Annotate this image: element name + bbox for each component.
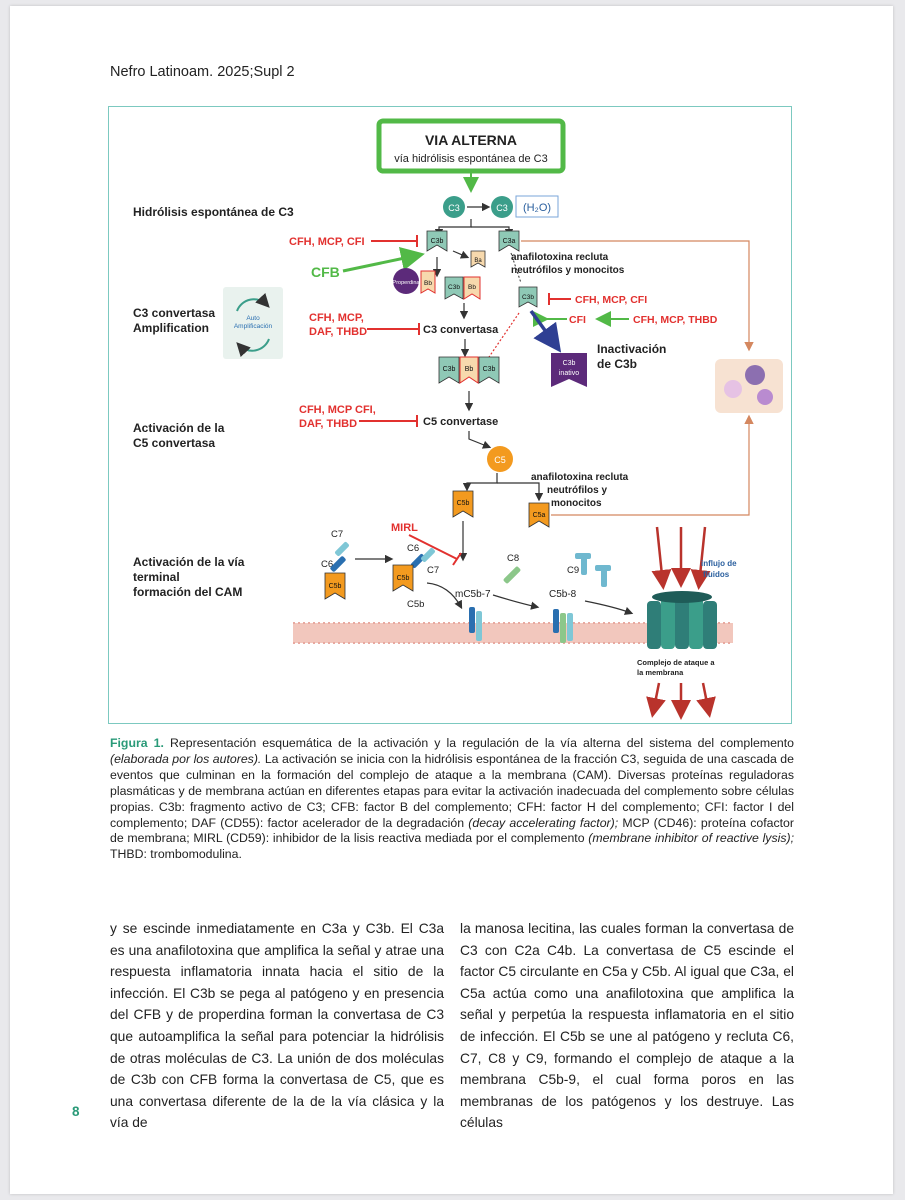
c3-convertasa-label: C3 convertasa: [423, 324, 499, 336]
membrane: [293, 623, 733, 643]
bb-label: Bb: [424, 280, 432, 287]
caption-label: Figura 1.: [110, 736, 164, 750]
c5conv-c3b-1: C3b: [443, 366, 456, 373]
c7-label: C7: [331, 529, 343, 540]
regulators-3b: DAF, THBD: [299, 418, 357, 430]
c5-molecule: [487, 446, 513, 472]
anafilotoxina-c3a-b: neutrófilos y monocitos: [511, 265, 625, 276]
mc5b7-label: mC5b-7: [455, 589, 491, 600]
bb-complex-label: Bb: [468, 284, 476, 291]
c5b-terminal-2: C5b: [397, 575, 410, 582]
ba-fragment: [470, 250, 486, 268]
mirl-label: MIRL: [391, 522, 418, 534]
c5b-terminal-3: C5b: [407, 599, 424, 610]
properdina-label: Properdina: [393, 280, 421, 286]
complement-diagram: VIA ALTERNA vía hidrólisis espontánea de…: [133, 118, 783, 720]
anafilotoxina-c3a-a: anafilotoxina recluta: [511, 252, 609, 263]
c3b-label: C3b: [431, 238, 444, 245]
cfb-label: CFB: [311, 264, 340, 280]
complejo-a: Complejo de ataque a: [637, 658, 715, 667]
c3b-fragment: [426, 230, 448, 252]
complejo-b: la membrana: [637, 668, 684, 677]
c3b-inativo: [551, 353, 587, 387]
c5-label: C5: [494, 455, 506, 465]
c9-label: C9: [567, 565, 579, 576]
caption-italic-3: (membrane inhibitor of reactive lysis);: [588, 831, 794, 846]
page: Nefro Latinoam. 2025;Supl 2 VIA ALTERNA …: [10, 6, 893, 1194]
figure-1: VIA ALTERNA vía hidrólisis espontánea de…: [108, 106, 792, 724]
caption-text-2: La activación se inicia con la hidrólisi…: [110, 751, 794, 830]
properdina: [393, 268, 419, 294]
figure-title: VIA ALTERNA: [425, 132, 517, 148]
stage-terminal-b: terminal: [133, 570, 180, 584]
ba-label: Ba: [474, 258, 482, 264]
c3b-complex-label: C3b: [448, 284, 460, 291]
caption-text-4: THBD: trombomodulina.: [110, 847, 242, 862]
inactivacion-a: Inactivación: [597, 342, 666, 356]
page-number: 8: [72, 1104, 80, 1119]
c3b-right-label: C3b: [522, 294, 534, 301]
journal-header: Nefro Latinoam. 2025;Supl 2: [110, 64, 295, 80]
anafilotoxina-c5a-b: neutrófilos y: [547, 485, 607, 496]
c7-label-2: C7: [427, 565, 439, 576]
c5a-fragment: [528, 502, 550, 528]
caption-text-3: MCP (CD46): proteína cofactor de membran…: [110, 815, 794, 846]
influjo-a: influjo de: [701, 559, 737, 568]
bb-fragment: [420, 270, 436, 294]
c5b-terminal-1: C5b: [329, 583, 342, 590]
regulators-4: CFH, MCP, CFI: [575, 294, 647, 306]
regulators-2a: CFH, MCP,: [309, 312, 364, 324]
c6-label-2: C6: [407, 543, 419, 554]
c3b-inativo-b: inativo: [559, 370, 579, 377]
inactivacion-b: de C3b: [597, 357, 637, 371]
regulators-2b: DAF, THBD: [309, 326, 367, 338]
c5a-label: C5a: [533, 512, 546, 519]
c3b-right: [518, 286, 538, 308]
c8-label: C8: [507, 553, 519, 564]
anafilotoxina-c5a-c: monocitos: [551, 498, 602, 509]
c3a-label: C3a: [503, 238, 516, 245]
stage-hidrolisis: Hidrólisis espontánea de C3: [133, 205, 294, 219]
stage-amplification: Amplification: [133, 321, 209, 335]
c3-h2o-molecule: [491, 196, 513, 218]
auto-label: Auto: [246, 315, 260, 322]
c5b-label: C5b: [457, 500, 470, 507]
title-box: [376, 118, 566, 174]
stage-terminal-a: Activación de la vía: [133, 555, 245, 569]
cfi-label: CFI: [569, 314, 586, 326]
c6-label: C6: [321, 559, 333, 570]
c3b-inativo-a: C3b: [563, 360, 576, 367]
c3-label: C3: [448, 203, 460, 213]
figure-caption: Figura 1. Representación esquemática de …: [110, 736, 794, 863]
caption-text-1: Representación esquemática de la activac…: [163, 736, 794, 750]
body-column-left: y se escinde inmediatamente en C3a y C3b…: [110, 921, 444, 1131]
stage-terminal-c: formación del CAM: [133, 585, 242, 599]
regulators-1: CFH, MCP, CFI: [289, 236, 365, 248]
stage-c5-a: Activación de la: [133, 421, 225, 435]
c5b-fragment: [452, 490, 474, 518]
stage-c3-convertasa: C3 convertasa: [133, 306, 215, 320]
h2o-label: (H₂O): [523, 202, 551, 214]
c3-label-2: C3: [496, 203, 508, 213]
c3-molecule: [443, 196, 465, 218]
influjo-b: fluidos: [703, 570, 730, 579]
figure-subtitle: vía hidrólisis espontánea de C3: [394, 153, 547, 165]
mac-pore: [647, 591, 717, 649]
caption-italic-2: (decay accelerating factor);: [468, 815, 619, 830]
c5-convertase-label: C5 convertase: [423, 416, 498, 428]
c5conv-c3b-2: C3b: [483, 366, 496, 373]
anafilotoxina-c5a-a: anafilotoxina recluta: [531, 472, 629, 483]
c5b8-label: C5b-8: [549, 589, 577, 600]
c5conv-bb: Bb: [465, 366, 474, 373]
stage-c5-b: C5 convertasa: [133, 436, 215, 450]
body-column-right: la manosa lecitina, las cuales forman la…: [460, 921, 794, 1131]
c3a-fragment: [498, 230, 520, 252]
caption-italic-1: (elaborada por los autores).: [110, 751, 262, 766]
amplificacion-label: Amplificación: [234, 323, 273, 330]
regulators-5: CFH, MCP, THBD: [633, 314, 718, 326]
regulators-3a: CFH, MCP CFI,: [299, 404, 376, 416]
